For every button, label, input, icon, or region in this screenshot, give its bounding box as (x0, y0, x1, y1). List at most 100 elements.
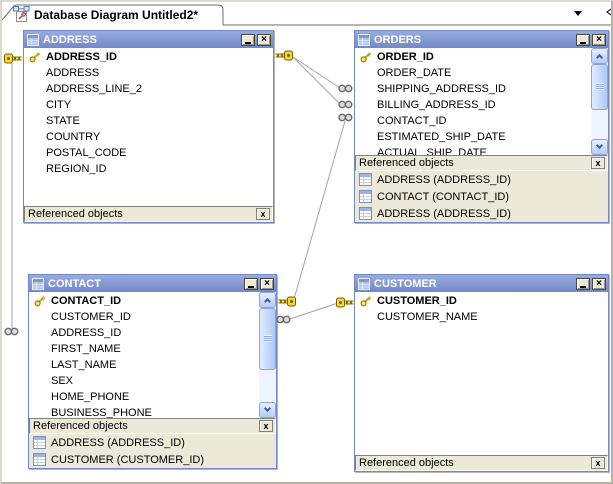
field-name: CUSTOMER_NAME (377, 311, 478, 323)
table-icon (33, 453, 46, 466)
field-row[interactable]: ADDRESS (24, 65, 273, 81)
referenced-objects-close-button[interactable]: x (259, 420, 273, 432)
orders-titlebar[interactable]: ORDERS × (355, 31, 608, 48)
tab-list-dropdown-icon[interactable] (574, 11, 582, 16)
referenced-object-item[interactable]: ADDRESS (ADDRESS_ID) (355, 205, 608, 222)
field-row[interactable]: REGION_ID (24, 161, 273, 177)
field-name: SEX (51, 375, 74, 387)
link-connector-icon[interactable] (276, 315, 291, 324)
key-connector-icon[interactable] (278, 296, 296, 307)
primary-key-icon (29, 51, 46, 63)
scroll-down-button[interactable] (259, 402, 276, 418)
minimize-icon (245, 41, 251, 44)
referenced-object-label: CONTACT (CONTACT_ID) (377, 190, 509, 203)
referenced-object-item[interactable]: ADDRESS (ADDRESS_ID) (29, 434, 276, 451)
referenced-object-item[interactable]: ADDRESS (ADDRESS_ID) (355, 171, 608, 188)
minimize-icon (248, 285, 254, 288)
field-name: ADDRESS_LINE_2 (46, 83, 142, 95)
field-name: CONTACT_ID (51, 295, 122, 307)
table-icon (33, 436, 46, 449)
minimize-button[interactable] (576, 277, 590, 290)
field-row[interactable]: CUSTOMER_NAME (355, 309, 608, 325)
referenced-objects-close-button[interactable]: x (591, 457, 605, 469)
link-connector-icon[interactable] (338, 84, 353, 93)
field-list: CONTACT_ID CUSTOMER_ID ADDRESS_ID FIRST_… (29, 292, 276, 418)
field-row[interactable]: ADDRESS_ID (24, 49, 273, 65)
minimize-button[interactable] (244, 277, 258, 290)
scroll-up-button[interactable] (259, 292, 276, 308)
field-row[interactable]: ORDER_DATE (355, 65, 608, 81)
field-row[interactable]: CONTACT_ID (29, 293, 276, 309)
field-name: ORDER_DATE (377, 67, 452, 79)
referenced-object-item[interactable]: CONTACT (CONTACT_ID) (355, 188, 608, 205)
link-connector-icon[interactable] (338, 100, 353, 109)
field-list: ADDRESS_ID ADDRESS ADDRESS_LINE_2 CITY S… (24, 48, 273, 206)
table-icon (358, 33, 370, 46)
field-name: LAST_NAME (51, 359, 117, 371)
field-name: ORDER_ID (377, 51, 434, 63)
field-row[interactable]: FIRST_NAME (29, 341, 276, 357)
field-row[interactable]: BILLING_ADDRESS_ID (355, 97, 608, 113)
scrollbar-thumb[interactable] (259, 308, 276, 370)
field-row[interactable]: CONTACT_ID (355, 113, 608, 129)
vertical-scrollbar[interactable] (591, 48, 608, 155)
referenced-objects-close-button[interactable]: x (591, 157, 605, 169)
link-connector-icon[interactable] (4, 327, 19, 336)
field-row[interactable]: ADDRESS_ID (29, 325, 276, 341)
key-connector-icon[interactable] (336, 297, 354, 308)
field-row[interactable]: STATE (24, 113, 273, 129)
table-window-address: ADDRESS × ADDRESS_ID ADDRESS ADDRESS_LIN… (23, 30, 274, 223)
primary-key-icon (360, 295, 377, 307)
scrollbar-thumb[interactable] (591, 64, 608, 110)
contact-titlebar[interactable]: CONTACT × (29, 275, 276, 292)
field-row[interactable]: SHIPPING_ADDRESS_ID (355, 81, 608, 97)
field-row[interactable]: BUSINESS_PHONE (29, 405, 276, 418)
field-row[interactable]: POSTAL_CODE (24, 145, 273, 161)
customer-titlebar[interactable]: CUSTOMER × (355, 275, 608, 292)
field-name: CUSTOMER_ID (377, 295, 457, 307)
database-diagram-icon (13, 6, 30, 22)
referenced-object-label: ADDRESS (ADDRESS_ID) (51, 436, 185, 449)
primary-key-icon (360, 51, 377, 63)
field-row[interactable]: ADDRESS_LINE_2 (24, 81, 273, 97)
field-name: ESTIMATED_SHIP_DATE (377, 131, 506, 143)
address-titlebar[interactable]: ADDRESS × (24, 31, 273, 48)
field-row[interactable]: CITY (24, 97, 273, 113)
field-name: FIRST_NAME (51, 343, 121, 355)
field-row[interactable]: CUSTOMER_ID (29, 309, 276, 325)
referenced-object-item[interactable]: CUSTOMER (CUSTOMER_ID) (29, 451, 276, 468)
field-name: REGION_ID (46, 163, 107, 175)
window-title: CUSTOMER (374, 277, 437, 290)
window-title: ORDERS (374, 33, 422, 46)
field-list: ORDER_ID ORDER_DATE SHIPPING_ADDRESS_ID … (355, 48, 608, 155)
scroll-up-button[interactable] (591, 48, 608, 64)
key-connector-icon[interactable] (4, 53, 22, 64)
field-row[interactable]: LAST_NAME (29, 357, 276, 373)
field-row[interactable]: ESTIMATED_SHIP_DATE (355, 129, 608, 145)
table-window-contact: CONTACT × CONTACT_ID CUSTOMER_ID ADDRESS… (28, 274, 277, 469)
close-button[interactable]: × (592, 277, 606, 290)
diagram-tab[interactable]: Database Diagram Untitled2* (34, 8, 199, 22)
field-row[interactable]: HOME_PHONE (29, 389, 276, 405)
field-row[interactable]: ACTUAL_SHIP_DATE (355, 145, 608, 155)
vertical-scrollbar[interactable] (259, 292, 276, 418)
scroll-down-button[interactable] (591, 139, 608, 155)
close-button[interactable]: × (260, 277, 274, 290)
minimize-icon (580, 285, 586, 288)
field-row[interactable]: COUNTRY (24, 129, 273, 145)
tab-scroll-left-icon[interactable] (604, 5, 611, 19)
close-button[interactable]: × (592, 33, 606, 46)
key-connector-icon[interactable] (275, 50, 293, 61)
close-button[interactable]: × (257, 33, 271, 46)
field-name: CUSTOMER_ID (51, 311, 131, 323)
field-name: STATE (46, 115, 80, 127)
minimize-button[interactable] (576, 33, 590, 46)
referenced-objects-close-button[interactable]: x (256, 208, 270, 220)
minimize-button[interactable] (241, 33, 255, 46)
link-connector-icon[interactable] (338, 113, 353, 122)
referenced-object-label: CUSTOMER (CUSTOMER_ID) (51, 453, 204, 466)
field-row[interactable]: CUSTOMER_ID (355, 293, 608, 309)
field-row[interactable]: SEX (29, 373, 276, 389)
field-row[interactable]: ORDER_ID (355, 49, 608, 65)
